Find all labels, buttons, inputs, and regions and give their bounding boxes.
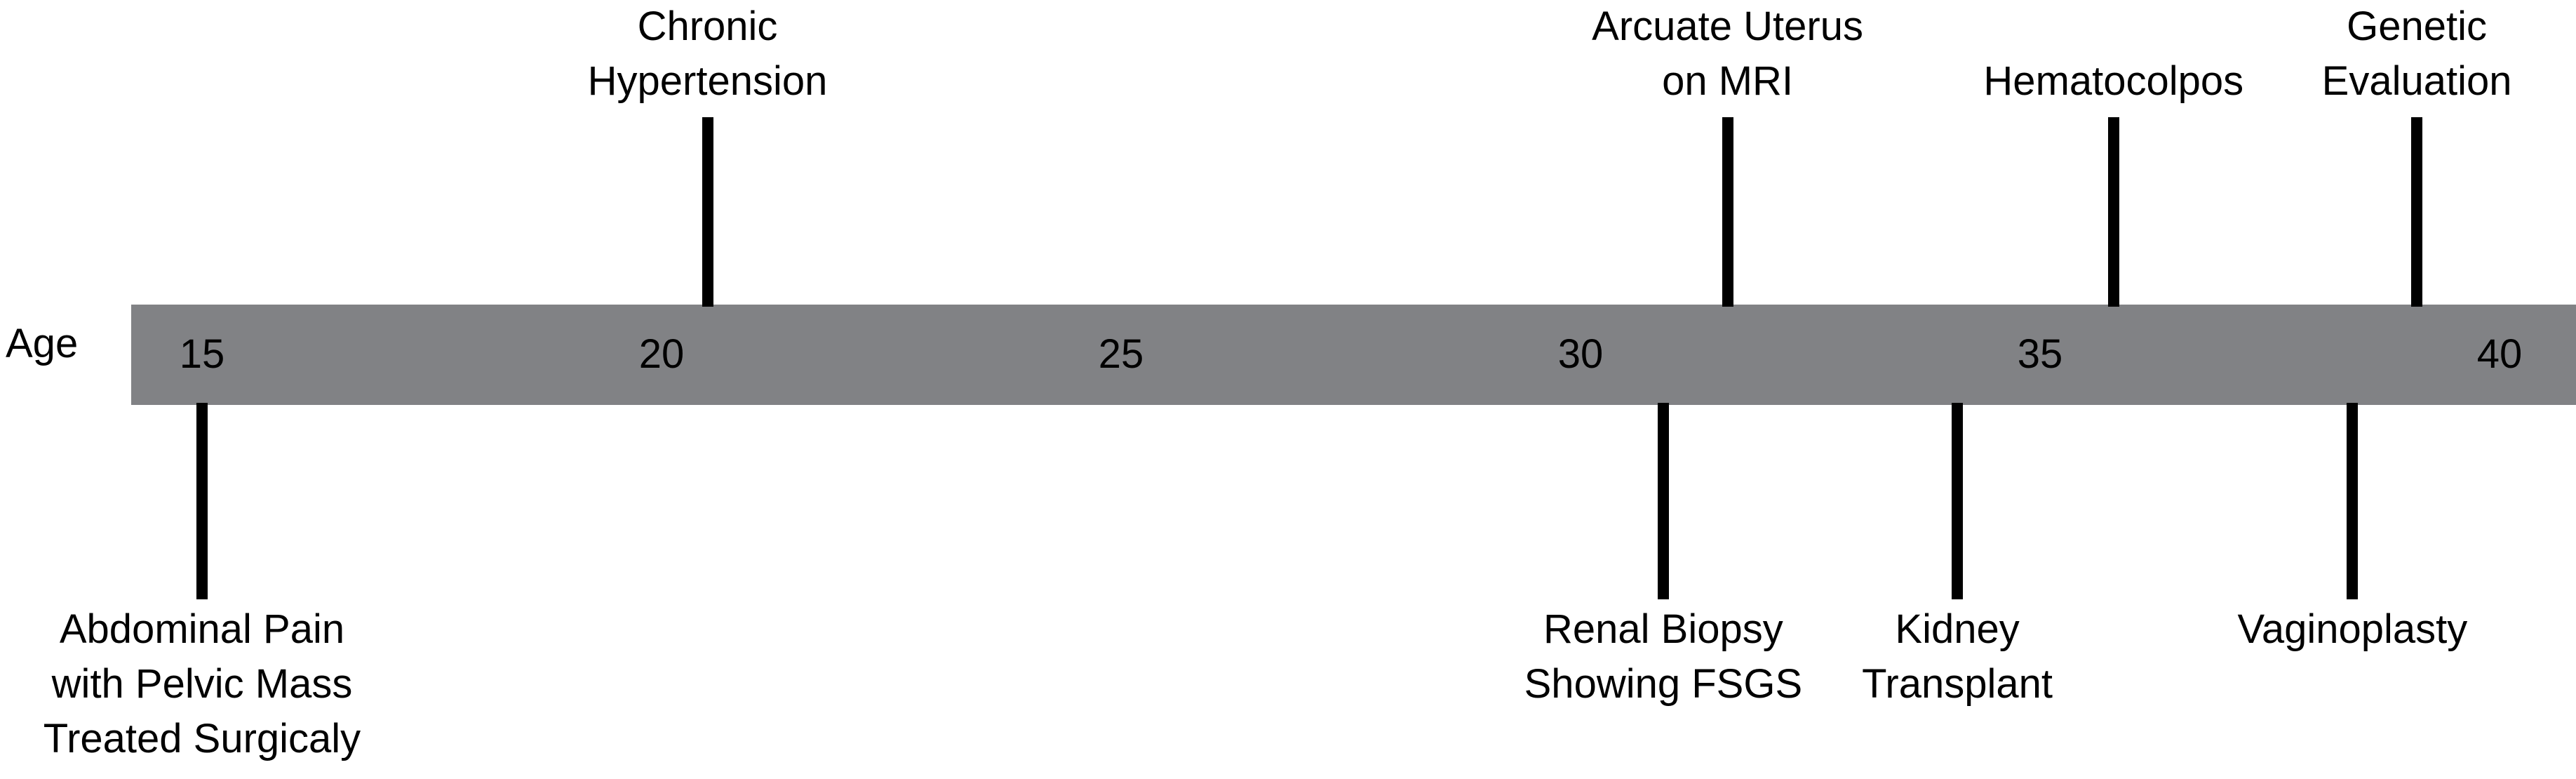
event-label-1: Chronic Hypertension xyxy=(587,4,828,104)
event-label-8: Vaginoplasty xyxy=(2237,606,2468,652)
event-marker-7 xyxy=(1952,403,1964,599)
event-marker-4 xyxy=(2411,117,2423,307)
tick-label-30: 30 xyxy=(1557,331,1604,377)
event-marker-1 xyxy=(702,117,713,307)
event-marker-6 xyxy=(1657,403,1669,599)
tick-label-25: 25 xyxy=(1098,331,1144,377)
event-label-5: Abdominal Pain with Pelvic Mass Treated … xyxy=(43,606,361,761)
tick-label-20: 20 xyxy=(638,331,685,377)
event-label-7: Kidney Transplant xyxy=(1862,606,2053,707)
event-label-4: Genetic Evaluation xyxy=(2321,4,2512,104)
event-marker-3 xyxy=(2107,117,2119,307)
event-marker-2 xyxy=(1722,117,1733,307)
tick-label-40: 40 xyxy=(2476,331,2523,377)
event-label-3: Hematocolpos xyxy=(1983,58,2244,104)
timeline-bar xyxy=(131,305,2576,405)
event-label-2: Arcuate Uterus on MRI xyxy=(1592,4,1863,104)
event-marker-8 xyxy=(2347,403,2359,599)
tick-label-35: 35 xyxy=(2017,331,2063,377)
event-marker-5 xyxy=(196,403,208,599)
event-label-6: Renal Biopsy Showing FSGS xyxy=(1524,606,1803,707)
tick-label-15: 15 xyxy=(179,331,225,377)
axis-label: Age xyxy=(6,321,79,366)
